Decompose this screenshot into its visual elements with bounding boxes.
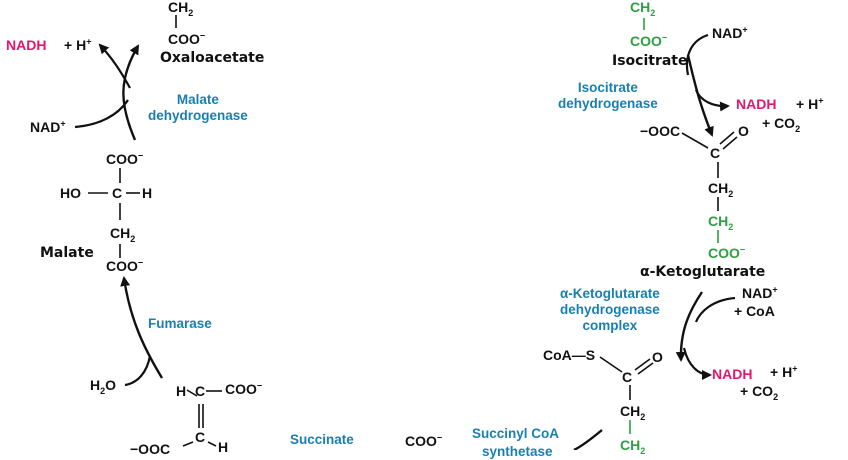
- fumarate-h-bottom: H: [218, 439, 229, 455]
- akg-dehydrogenase-label: α-Ketoglutarate dehydrogenase complex: [560, 286, 660, 334]
- fumarate-coo: COO−: [225, 380, 263, 397]
- nad-plus-right1: NAD+: [712, 24, 748, 41]
- malate-ho: HO: [60, 185, 81, 201]
- plus-coa: + CoA: [734, 303, 775, 319]
- nadh-out-arrow-left: [98, 43, 131, 89]
- akg-c: C: [710, 145, 721, 161]
- succinylcoa-coa-s: CoA—S: [543, 347, 596, 363]
- succinylcoa-ch2-a: CH2: [620, 403, 646, 422]
- akg-ch2-a: CH2: [708, 180, 734, 199]
- akg-to-succinylcoa-arrow: [675, 291, 703, 362]
- malate-ch2: CH2: [110, 225, 136, 244]
- oxaloacetate-ch2: CH2: [168, 0, 194, 18]
- malate-dehydrogenase-label: Malate dehydrogenase: [148, 92, 248, 124]
- isocitrate-coo: COO−: [630, 32, 668, 49]
- malate-coo-top: COO−: [106, 150, 144, 167]
- nadh-label-right2: NADH: [712, 366, 753, 382]
- plus-h-right1: + H+: [796, 95, 824, 112]
- fumarate-ooc: −OOC: [130, 441, 171, 457]
- plus-h-right2: + H+: [770, 363, 798, 380]
- succinate-coo: COO−: [405, 432, 443, 449]
- h2o-label: H2O: [90, 377, 117, 396]
- succinylcoa-o: O: [652, 349, 663, 365]
- akg-o: O: [738, 123, 749, 139]
- plus-h-left: + H+: [64, 36, 92, 53]
- alpha-ketoglutarate-label: α-Ketoglutarate: [640, 264, 766, 280]
- nadh-out-arrow-right1: [694, 89, 730, 112]
- oxaloacetate-coo: COO−: [168, 30, 206, 47]
- nad-in-curve-right1: [685, 33, 709, 76]
- akg-coo: COO−: [708, 244, 746, 261]
- malate-c: C: [112, 185, 123, 201]
- isocitrate-label: Isocitrate: [612, 53, 688, 69]
- malate-coo-bottom: COO−: [106, 257, 144, 274]
- succinylcoa-to-succinate-arrow: [573, 429, 603, 450]
- isocitrate-dehydrogenase-label: Isocitrate dehydrogenase: [558, 80, 658, 112]
- synthetase-label-cut: synthetase: [482, 444, 553, 459]
- succinate-dehydrogenase-label: Succinate: [290, 432, 354, 447]
- akg-ch2-b: CH2: [708, 213, 734, 232]
- akg-ooc: −OOC: [640, 123, 681, 139]
- nadh-label-left: NADH: [6, 37, 47, 53]
- fumarate-c-top: C: [195, 383, 206, 399]
- plus-co2-right1: + CO2: [762, 115, 801, 134]
- fumarate-to-malate-arrow: [120, 276, 164, 379]
- nad-in-curve-right2: [694, 296, 736, 323]
- reaction-arrows: [74, 15, 738, 450]
- malate-label: Malate: [40, 245, 94, 261]
- malate-h: H: [142, 185, 153, 201]
- nadh-label-right1: NADH: [736, 96, 777, 112]
- fumarate-c-bottom: C: [195, 429, 206, 445]
- nad-in-curve-left: [74, 99, 129, 129]
- succinyl-coa-synthetase-label: Succinyl CoA: [472, 426, 560, 441]
- nad-plus-right2: NAD+: [742, 284, 778, 301]
- h2o-in-curve: [124, 355, 152, 387]
- succinylcoa-c: C: [622, 369, 633, 385]
- nadh-out-arrow-right2: [682, 347, 712, 380]
- fumarate-h-top: H: [176, 383, 187, 399]
- oxaloacetate-label: Oxaloacetate: [160, 50, 265, 66]
- isocitrate-ch2: CH2: [630, 0, 656, 18]
- fumarase-label: Fumarase: [148, 316, 212, 331]
- malate-to-oxaloacetate-arrow: [122, 44, 140, 141]
- plus-co2-right2: + CO2: [740, 383, 779, 402]
- nad-plus-left: NAD+: [30, 118, 66, 135]
